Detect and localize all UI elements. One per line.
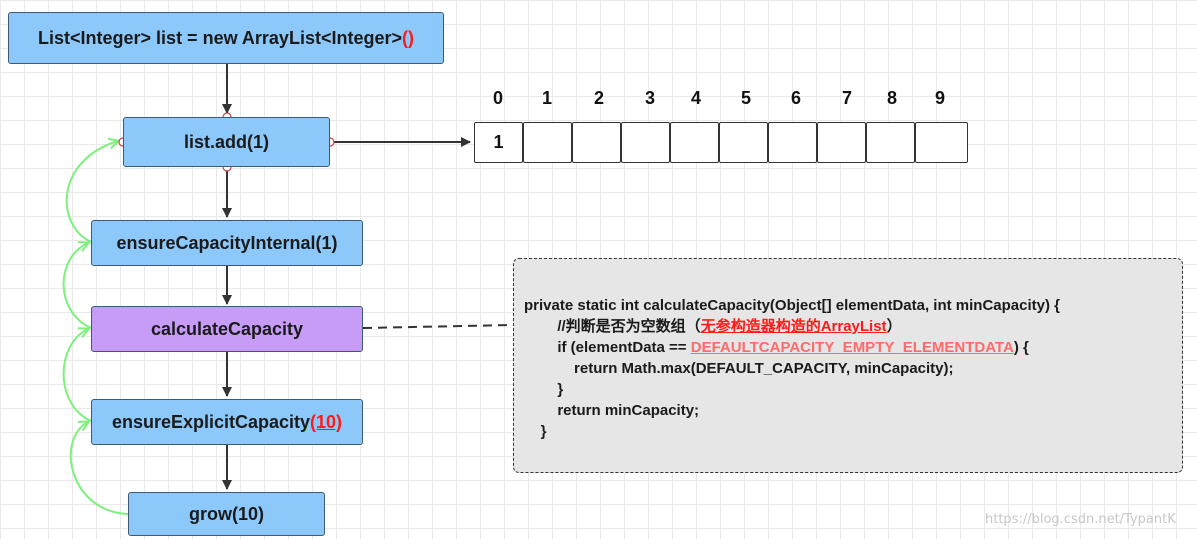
green-loop-calc-to-internal xyxy=(62,243,92,329)
code-line: if (elementData == xyxy=(557,339,691,356)
array-index: 4 xyxy=(690,88,701,108)
code-line: } xyxy=(557,381,564,398)
code-comment-highlight: 无参构造器构造的ArrayList xyxy=(700,318,887,335)
array-cell xyxy=(670,122,719,163)
node-init[interactable]: List<Integer> list = new ArrayList<Integ… xyxy=(8,12,444,64)
code-line: return minCapacity; xyxy=(557,402,700,419)
node-ensure-explicit-capacity[interactable]: ensureExplicitCapacity(10) xyxy=(91,399,363,445)
code-line: } xyxy=(540,423,547,440)
node-ensure-capacity-internal-label: ensureCapacityInternal(1) xyxy=(116,232,338,253)
array-cell xyxy=(915,122,968,163)
array-index: 3 xyxy=(644,88,655,108)
node-grow[interactable]: grow(10) xyxy=(128,492,325,536)
green-loop-explicit-to-calc xyxy=(62,329,92,422)
array-cell xyxy=(719,122,768,163)
code-line: return Math.max(DEFAULT_CAPACITY, minCap… xyxy=(574,360,954,377)
code-comment-end: ） xyxy=(886,318,902,335)
node-grow-label: grow(10) xyxy=(188,503,264,524)
code-line: private static int calculateCapacity(Obj… xyxy=(524,297,1060,314)
node-calculate-capacity-label: calculateCapacity xyxy=(150,318,304,339)
code-comment: //判断是否为空数组（ xyxy=(557,318,701,335)
array-index: 5 xyxy=(740,88,751,108)
array-index: 7 xyxy=(841,88,852,108)
code-line: ) { xyxy=(1013,339,1029,356)
watermark: https://blog.csdn.net/TypantK xyxy=(985,512,1176,527)
green-loop-grow-to-explicit xyxy=(69,422,129,515)
array-cell: 1 xyxy=(474,122,523,163)
array-index: 9 xyxy=(934,88,945,108)
array-cell xyxy=(768,122,817,163)
array-cell xyxy=(523,122,572,163)
array-index: 0 xyxy=(492,88,503,108)
array-cell xyxy=(866,122,915,163)
node-list-add-label: list.add(1) xyxy=(183,131,269,152)
code-note: private static int calculateCapacity(Obj… xyxy=(513,258,1183,473)
node-init-parens: () xyxy=(401,27,414,48)
array-index: 2 xyxy=(593,88,604,108)
array-cell xyxy=(621,122,670,163)
array-cell xyxy=(817,122,866,163)
node-ensure-capacity-internal[interactable]: ensureCapacityInternal(1) xyxy=(91,220,363,266)
code-constant-highlight: DEFAULTCAPACITY_EMPTY_ELEMENTDATA xyxy=(690,339,1014,356)
array-index: 8 xyxy=(886,88,897,108)
code-block: private static int calculateCapacity(Obj… xyxy=(524,295,1060,442)
node-ensure-explicit-capacity-label: ensureExplicitCapacity xyxy=(111,411,311,432)
green-loop-internal-to-add xyxy=(65,141,118,243)
node-list-add[interactable]: list.add(1) xyxy=(123,117,330,167)
node-init-label: List<Integer> list = new ArrayList<Integ… xyxy=(38,27,402,48)
node-calculate-capacity[interactable]: calculateCapacity xyxy=(91,306,363,352)
array-index: 1 xyxy=(541,88,552,108)
node-ensure-explicit-capacity-arg: (10) xyxy=(310,411,343,432)
array-cell xyxy=(572,122,621,163)
array-index: 6 xyxy=(790,88,801,108)
dashed-calc-to-code xyxy=(362,324,514,329)
